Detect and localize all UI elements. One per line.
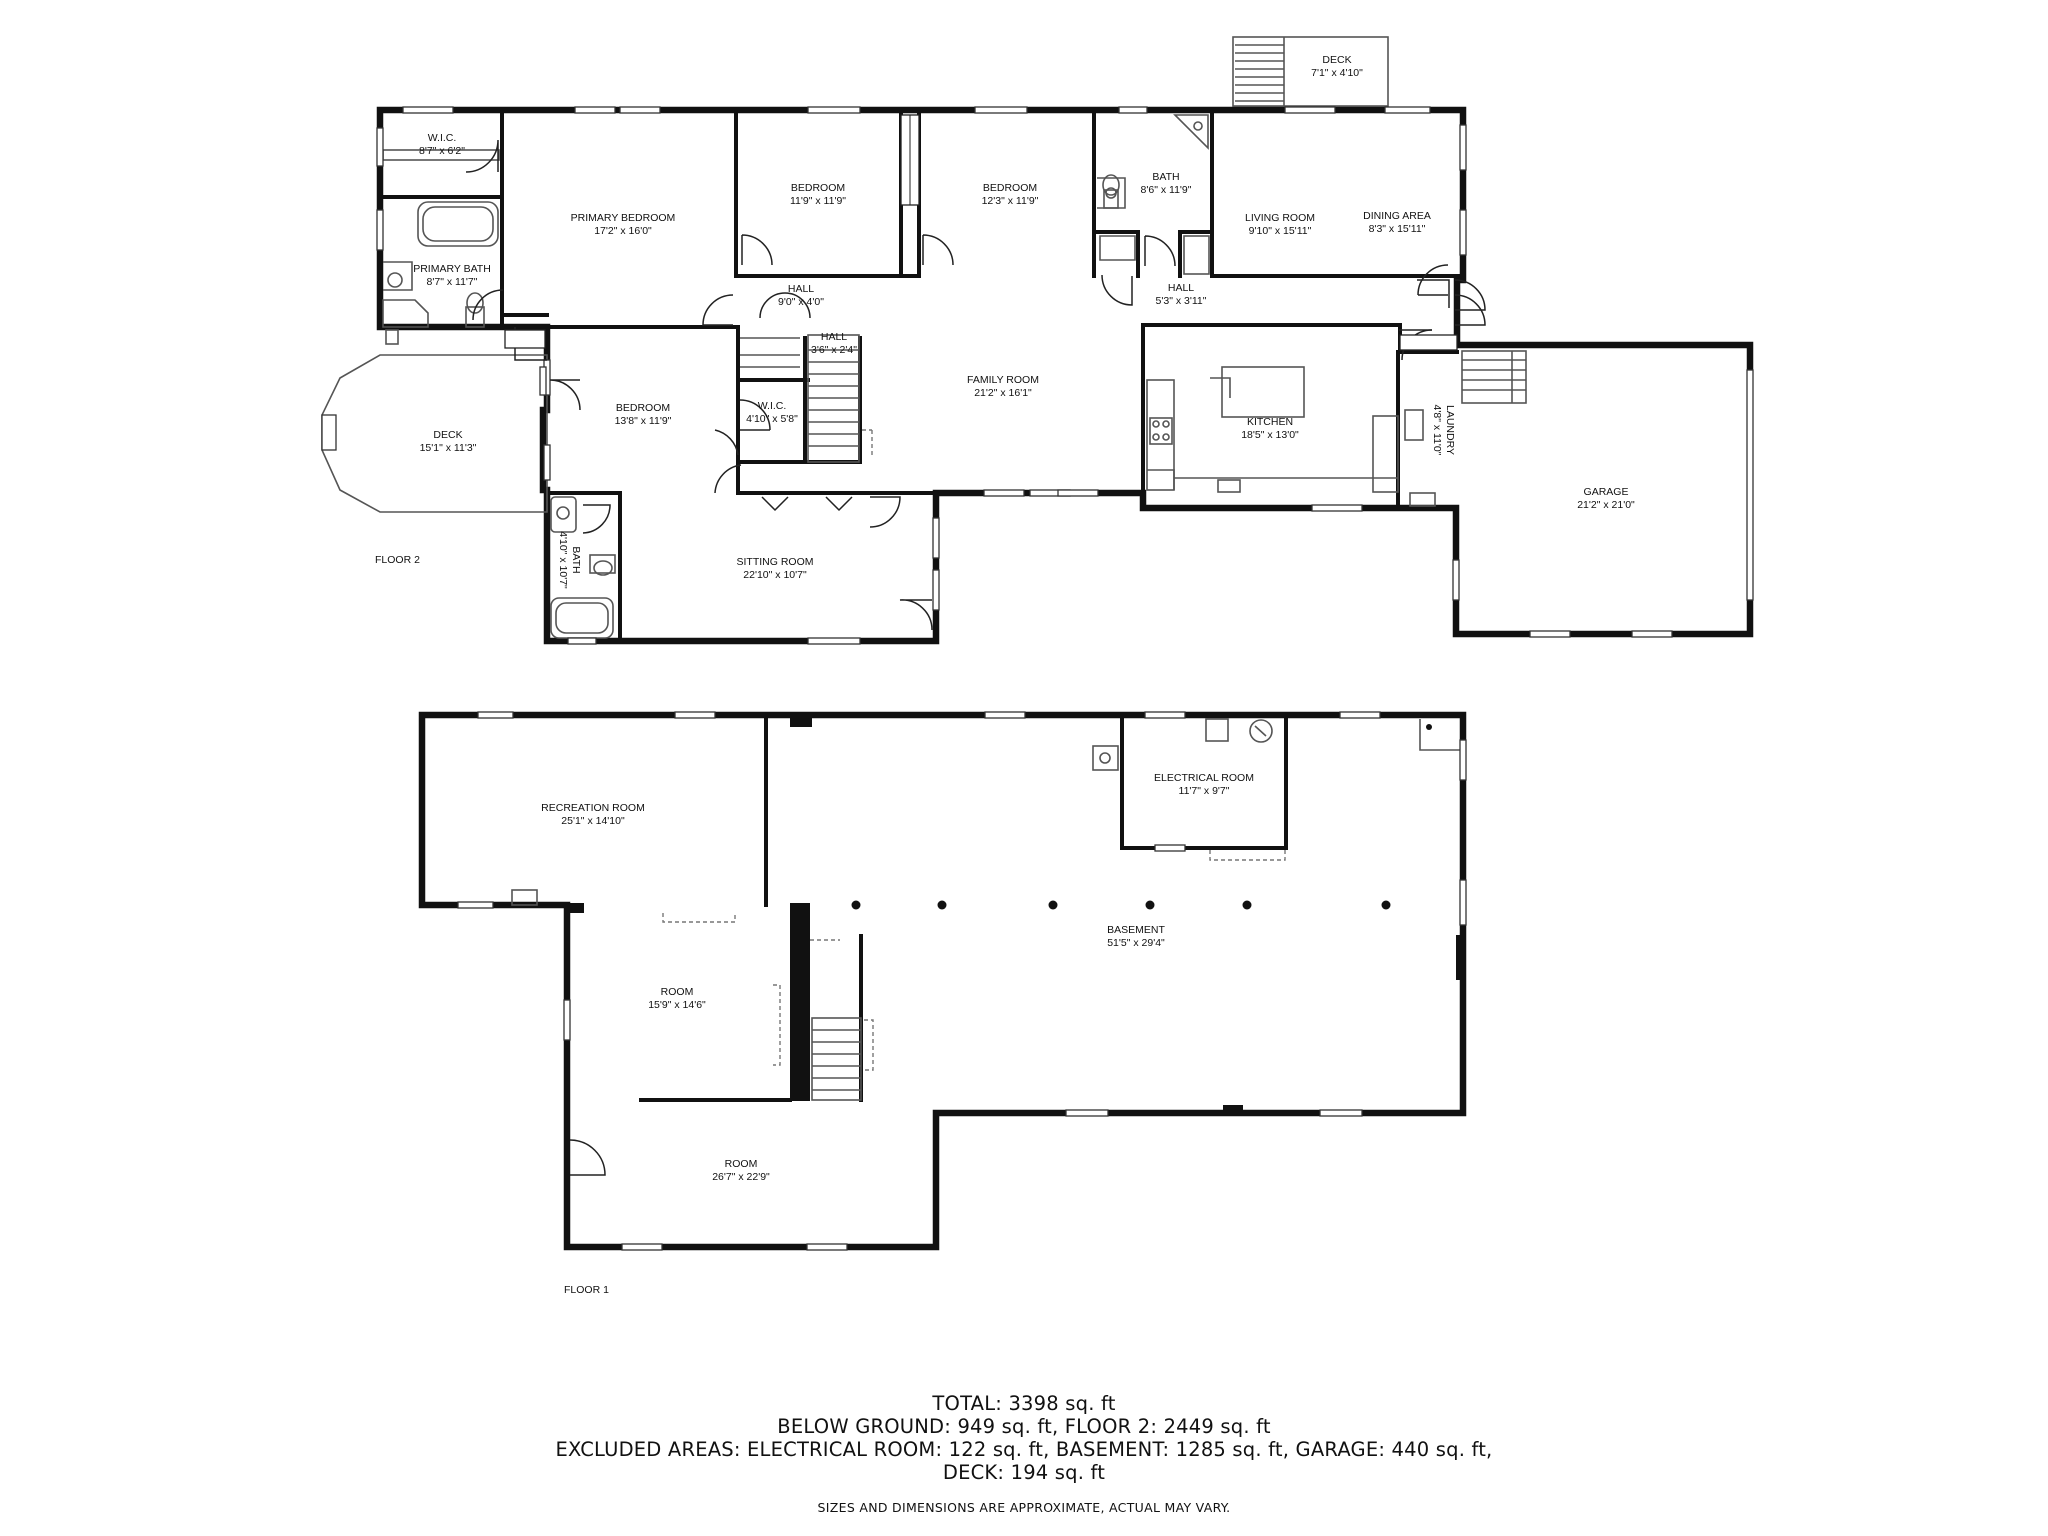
basement-posts (851, 900, 1391, 910)
svg-text:15'9" x 14'6": 15'9" x 14'6" (648, 999, 706, 1011)
deck-left-outline (321, 354, 548, 513)
bedroom-1-label: BEDROOM (791, 182, 845, 194)
basement-label: BASEMENT (1107, 924, 1165, 936)
svg-text:21'2" x 21'0": 21'2" x 21'0" (1577, 499, 1635, 511)
floor-2 (321, 36, 1754, 645)
bedroom-3-label: BEDROOM (616, 402, 670, 414)
dining-area-label: DINING AREA (1363, 210, 1431, 222)
hall-1-label: HALL (788, 283, 814, 295)
svg-text:15'1" x 11'3": 15'1" x 11'3" (420, 442, 477, 454)
svg-text:8'7" x 11'7": 8'7" x 11'7" (427, 276, 478, 288)
floor-2-label: FLOOR 2 (375, 554, 420, 566)
room-labels: W.I.C. 8'7" x 6'2" PRIMARY BEDROOM 17'2"… (375, 54, 1635, 1296)
svg-text:3'6" x 2'4": 3'6" x 2'4" (811, 344, 857, 356)
svg-text:5'3" x 3'11": 5'3" x 3'11" (1156, 295, 1207, 307)
bedroom-2-label: BEDROOM (983, 182, 1037, 194)
bath-lower-label: BATH (570, 546, 582, 573)
svg-text:21'2" x 16'1": 21'2" x 16'1" (974, 387, 1032, 399)
area-summary: TOTAL: 3398 sq. ft BELOW GROUND: 949 sq.… (0, 1392, 2048, 1484)
svg-text:4'10" x 5'8": 4'10" x 5'8" (746, 413, 798, 425)
floor2-fixtures (382, 114, 1436, 639)
floor-1 (418, 711, 1467, 1251)
floor2-windows (376, 106, 1754, 645)
deck-top-structure (1232, 36, 1389, 107)
floor1-doors (569, 1139, 606, 1176)
svg-text:22'10" x 10'7": 22'10" x 10'7" (743, 569, 807, 581)
svg-text:26'7" x 22'9": 26'7" x 22'9" (712, 1171, 770, 1183)
kitchen-label: KITCHEN (1247, 416, 1293, 428)
summary-total: TOTAL: 3398 sq. ft (932, 1392, 1116, 1415)
hall-2-label: HALL (821, 331, 847, 343)
floor-1-label: FLOOR 1 (564, 1284, 609, 1296)
svg-text:11'9" x 11'9": 11'9" x 11'9" (790, 195, 846, 207)
deck-top-label: DECK (1322, 54, 1351, 66)
room-1-label: ROOM (661, 986, 694, 998)
svg-text:9'10" x 15'11": 9'10" x 15'11" (1249, 225, 1312, 237)
sitting-room-label: SITTING ROOM (737, 556, 814, 568)
electrical-room-label: ELECTRICAL ROOM (1154, 772, 1254, 784)
svg-text:13'8" x 11'9": 13'8" x 11'9" (615, 415, 672, 427)
wic-2-label: W.I.C. (758, 400, 787, 412)
summary-deck: DECK: 194 sq. ft (942, 1461, 1106, 1484)
svg-text:51'5" x 29'4": 51'5" x 29'4" (1107, 937, 1165, 949)
garage-label: GARAGE (1584, 486, 1629, 498)
floor1-windows (457, 711, 1467, 1251)
summary-below-ground: BELOW GROUND: 949 sq. ft, FLOOR 2: 2449 … (777, 1415, 1271, 1438)
svg-text:11'7" x 9'7": 11'7" x 9'7" (1179, 785, 1230, 797)
floor2-doors (465, 139, 1486, 631)
laundry-label: LAUNDRY (1444, 405, 1456, 455)
svg-text:25'1" x 14'10": 25'1" x 14'10" (561, 815, 625, 827)
room-2-label: ROOM (725, 1158, 758, 1170)
disclaimer: SIZES AND DIMENSIONS ARE APPROXIMATE, AC… (817, 1500, 1231, 1515)
floor1-outer-wall (418, 711, 1467, 1251)
summary-excluded: EXCLUDED AREAS: ELECTRICAL ROOM: 122 sq.… (555, 1438, 1493, 1461)
floor2-stairs (740, 334, 860, 463)
floor2-outer-wall (376, 106, 1754, 645)
svg-text:18'5" x 13'0": 18'5" x 13'0" (1241, 429, 1299, 441)
floor1-fixtures (511, 718, 1273, 906)
primary-bath-label: PRIMARY BATH (413, 263, 491, 275)
primary-bedroom-label: PRIMARY BEDROOM (571, 212, 676, 224)
living-room-label: LIVING ROOM (1245, 212, 1315, 224)
wic-primary-label: W.I.C. (428, 132, 457, 144)
svg-text:4'8" x 11'0": 4'8" x 11'0" (1431, 405, 1443, 456)
garage-steps (1461, 350, 1527, 404)
svg-text:8'3" x 15'11": 8'3" x 15'11" (1369, 223, 1426, 235)
family-room-label: FAMILY ROOM (967, 374, 1039, 386)
svg-text:9'0" x 4'0": 9'0" x 4'0" (778, 296, 824, 308)
floor1-stairs (811, 1017, 862, 1101)
hall-3-label: HALL (1168, 282, 1194, 294)
svg-text:4'10" x 10'7": 4'10" x 10'7" (557, 531, 569, 589)
svg-text:8'7" x 6'2": 8'7" x 6'2" (419, 145, 465, 157)
svg-text:12'3" x 11'9": 12'3" x 11'9" (982, 195, 1039, 207)
recreation-room-label: RECREATION ROOM (541, 802, 645, 814)
svg-text:7'1" x 4'10": 7'1" x 4'10" (1311, 67, 1363, 79)
svg-text:17'2" x 16'0": 17'2" x 16'0" (594, 225, 652, 237)
deck-left-label: DECK (433, 429, 462, 441)
bath-upper-label: BATH (1152, 171, 1179, 183)
svg-text:8'6" x 11'9": 8'6" x 11'9" (1141, 184, 1192, 196)
